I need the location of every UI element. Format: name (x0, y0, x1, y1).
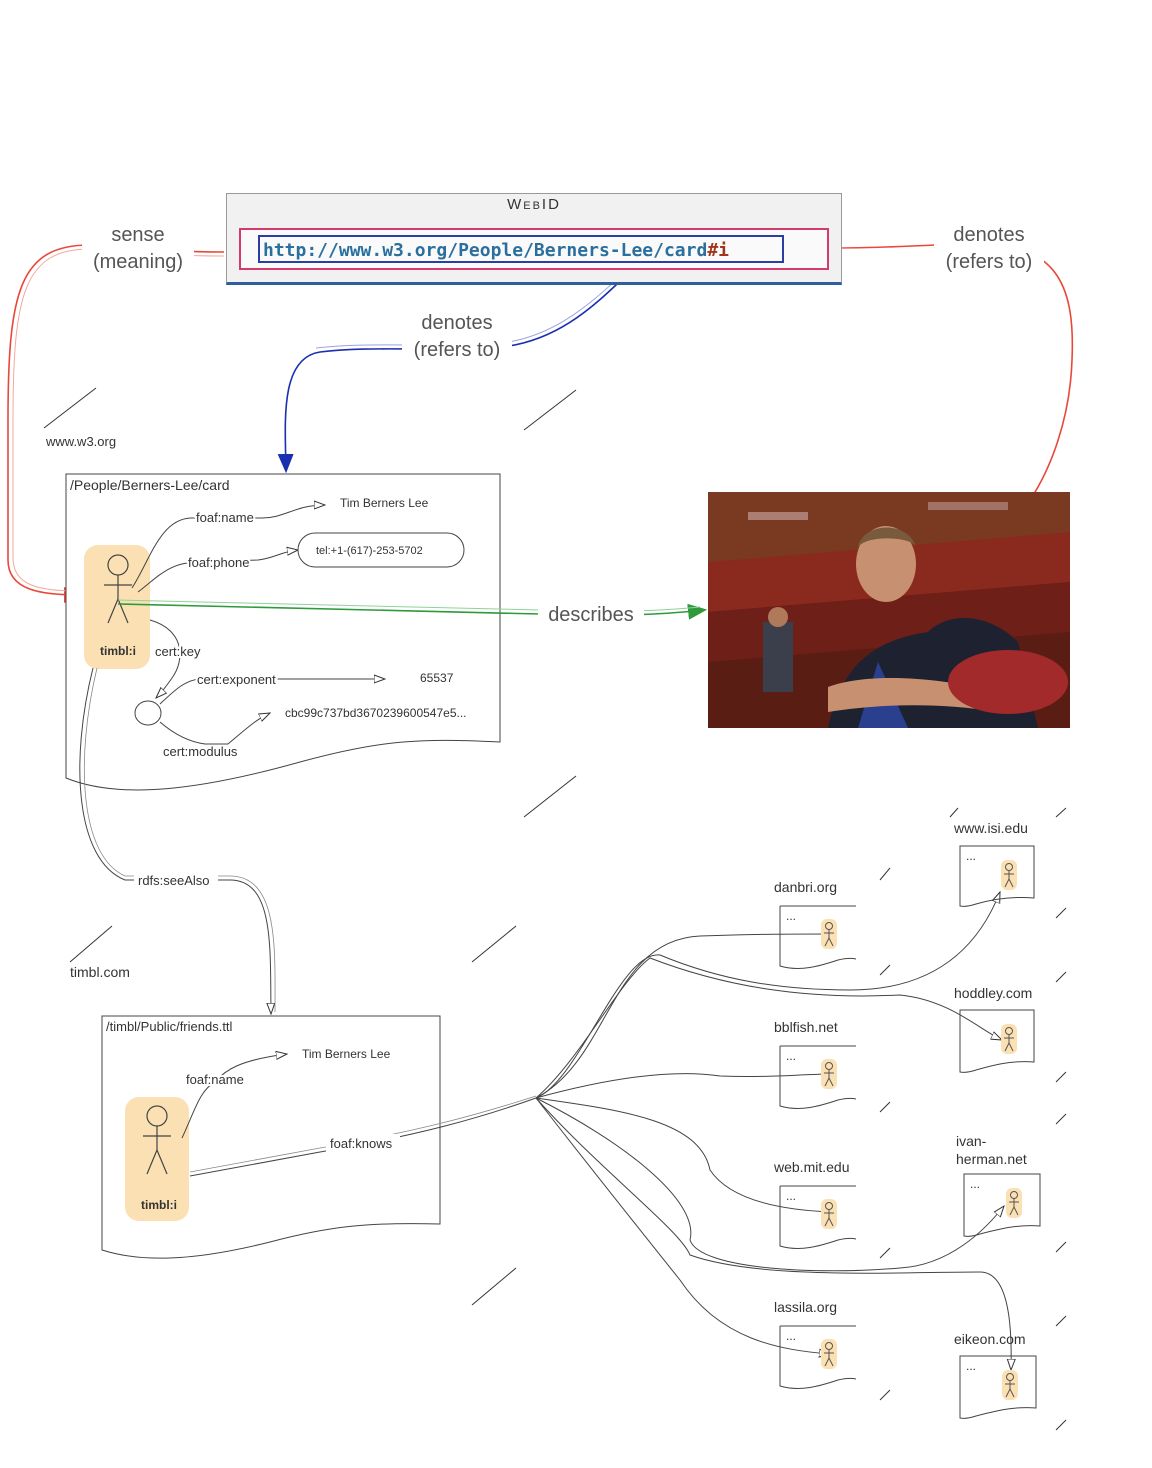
friend-site-eikeon[interactable]: eikeon.com ... (954, 1331, 1037, 1419)
person-icon (1005, 1187, 1023, 1219)
friends-path: /timbl/Public/friends.ttl (106, 1019, 233, 1034)
friend-doc-shape (959, 1355, 1037, 1419)
friend-site-web-mit[interactable]: web.mit.edu ... (773, 1159, 857, 1249)
friends-foaf-name-value: Tim Berners Lee (302, 1047, 391, 1061)
webid-uri[interactable]: http://www.w3.org/People/Berners-Lee/car… (263, 240, 729, 261)
friends-agent-label: timbl:i (141, 1198, 177, 1212)
card-domain: www.w3.org (45, 434, 116, 449)
foaf-name-arrow (131, 505, 325, 589)
foaf-phone-arrow (137, 550, 298, 593)
cert-key-prop: cert:key (155, 644, 201, 659)
card-path: /People/Berners-Lee/card (70, 477, 230, 493)
person-icon (820, 918, 838, 950)
friends-foaf-name-prop: foaf:name (186, 1072, 244, 1087)
friend-site-ivan-herman[interactable]: ivan- herman.net ... (956, 1133, 1041, 1237)
person-icon (820, 1198, 838, 1230)
foaf-phone-value: tel:+1-(617)-253-5702 (316, 545, 423, 557)
see-also-arrow (79, 667, 271, 1014)
friend-site-domain: eikeon.com (954, 1331, 1026, 1347)
friends-agent[interactable]: timbl:i (125, 1097, 189, 1221)
webid-uri-fragment: #i (707, 240, 730, 261)
friend-site-content: ... (966, 1359, 976, 1373)
cert-key-arrow (149, 619, 181, 698)
see-also-arrow-inner (83, 667, 276, 1013)
foaf-phone-prop: foaf:phone (188, 555, 249, 570)
cert-exponent-prop: cert:exponent (197, 672, 276, 687)
friend-site-domain-line2: herman.net (956, 1151, 1027, 1167)
document-uri-frame (258, 235, 784, 263)
friend-doc-shape (779, 1325, 857, 1389)
webid-box: WebID http://www.w3.org/People/Berners-L… (226, 193, 842, 285)
friend-doc-shape (959, 1009, 1035, 1073)
friend-site-hoddley[interactable]: hoddley.com (954, 985, 1035, 1073)
webid-title: WebID (507, 196, 561, 213)
cert-exponent-value: 65537 (420, 671, 454, 685)
cert-modulus-prop: cert:modulus (163, 744, 238, 759)
agent-highlight (125, 1097, 189, 1221)
friend-site-domain-line1: ivan- (956, 1133, 987, 1149)
denotes-document-arrow (277, 261, 641, 474)
cert-exponent-arrow (159, 679, 385, 705)
cert-modulus-arrow (159, 713, 270, 745)
person-icon (820, 1058, 838, 1090)
friend-site-isi[interactable]: www.isi.edu ... (953, 820, 1035, 907)
webid-uri-frame: http://www.w3.org/People/Berners-Lee/car… (239, 228, 829, 270)
friend-site-domain: hoddley.com (954, 985, 1032, 1001)
friend-site-content: ... (786, 909, 796, 923)
friend-site-bblfish[interactable]: bblfish.net ... (774, 1019, 857, 1109)
person-icon (1000, 859, 1018, 891)
friend-site-content: ... (970, 1177, 980, 1191)
friend-doc-shape (959, 845, 1035, 907)
friend-doc-shape (779, 1185, 857, 1249)
friend-site-content: ... (786, 1189, 796, 1203)
friend-doc-shape (779, 905, 857, 969)
agent-highlight (84, 545, 150, 669)
friend-site-content: ... (786, 1049, 796, 1063)
friend-site-domain: bblfish.net (774, 1019, 838, 1035)
friend-site-lassila[interactable]: lassila.org ... (774, 1299, 857, 1389)
person-photo (708, 492, 1070, 728)
friend-site-content: ... (786, 1329, 796, 1343)
denotes-document-label: denotes (refers to) (402, 310, 512, 364)
see-also-label: rdfs:seeAlso (138, 873, 210, 888)
person-icon (820, 1338, 838, 1370)
friend-doc-shape (779, 1045, 857, 1109)
friend-site-domain: danbri.org (774, 879, 837, 895)
cert-modulus-value: cbc99c737bd3670239600547e5... (285, 706, 467, 720)
friends-foaf-name-arrow (181, 1054, 287, 1139)
person-icon (1001, 1369, 1019, 1401)
domain-separators (43, 387, 1067, 1431)
denotes-person-label: denotes (refers to) (934, 222, 1044, 276)
friends-domain: timbl.com (70, 964, 130, 980)
friend-site-content: ... (966, 849, 976, 863)
foaf-name-value: Tim Berners Lee (340, 496, 429, 510)
webid-uri-base: http://www.w3.org/People/Berners-Lee/car… (263, 240, 708, 261)
card-agent-label: timbl:i (100, 644, 136, 658)
friend-site-domain: web.mit.edu (773, 1159, 849, 1175)
card-agent[interactable]: timbl:i (84, 545, 150, 669)
person-icon (1000, 1023, 1018, 1055)
key-blank-node (134, 700, 162, 726)
friend-doc-shape (963, 1173, 1041, 1237)
foaf-knows-prop: foaf:knows (330, 1136, 393, 1151)
phone-node (297, 532, 465, 568)
sense-label: sense (meaning) (82, 222, 194, 276)
friend-site-domain: ivan- herman.net (956, 1133, 1027, 1167)
friend-site-domain: www.isi.edu (953, 820, 1028, 836)
describes-label: describes (538, 602, 644, 629)
friend-site-domain: lassila.org (774, 1299, 837, 1315)
friend-site-danbri[interactable]: danbri.org ... (774, 879, 857, 969)
foaf-name-prop: foaf:name (196, 510, 254, 525)
